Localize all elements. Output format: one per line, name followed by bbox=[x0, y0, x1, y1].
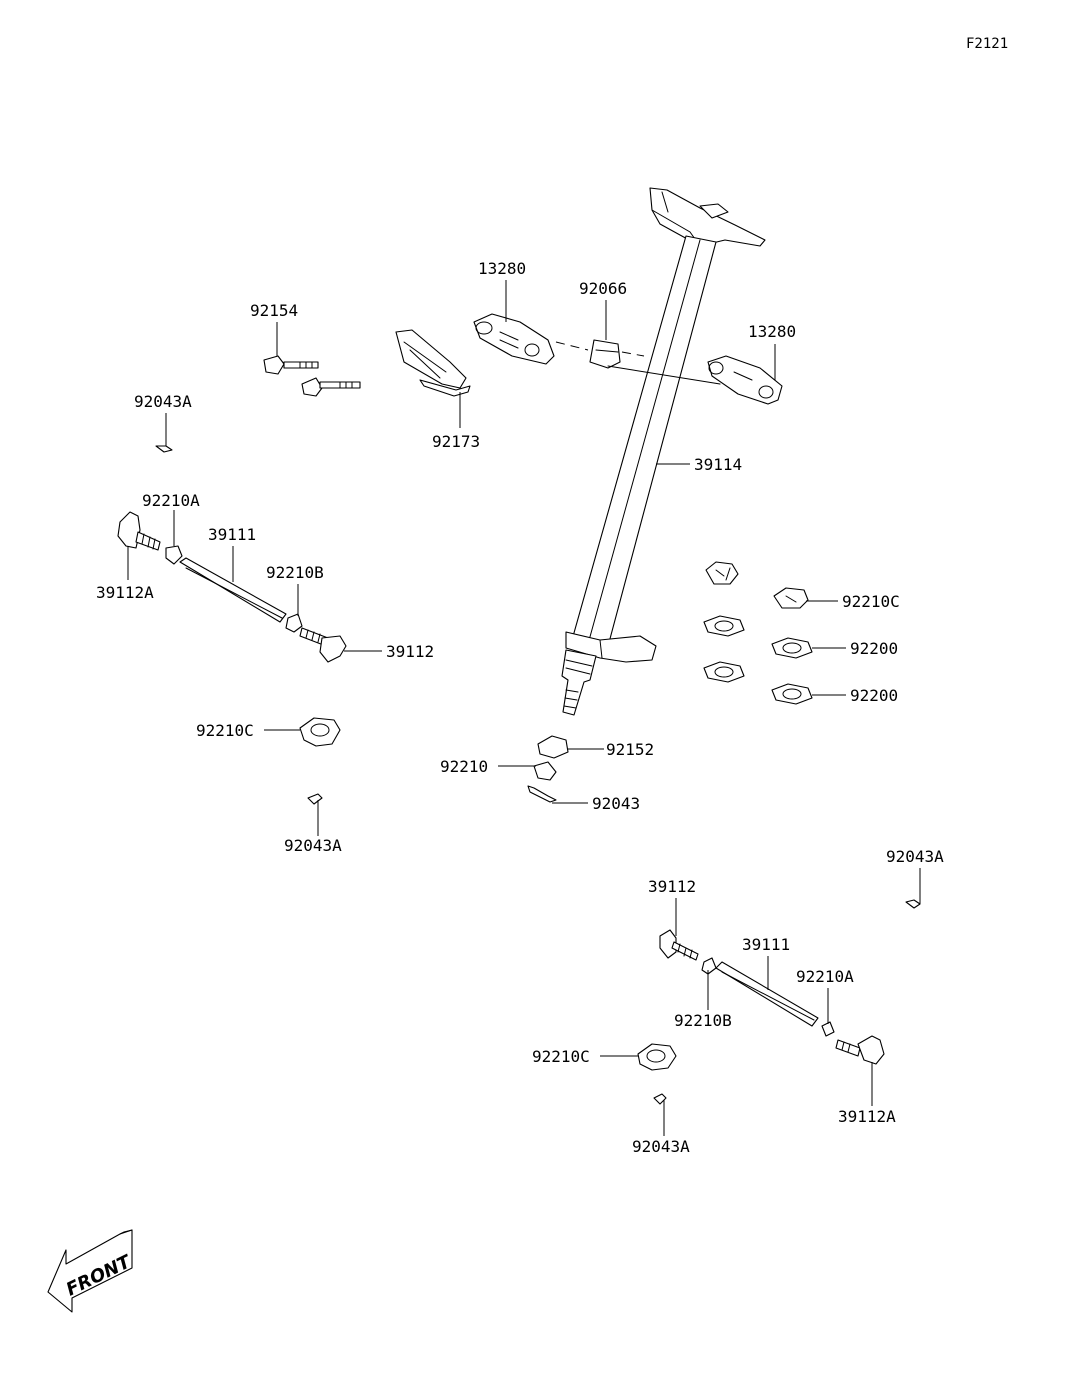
washer-92152[interactable] bbox=[537, 735, 569, 759]
nut-92210A-left[interactable] bbox=[165, 545, 183, 565]
label-13280-left: 13280 bbox=[478, 259, 526, 278]
leader-lines bbox=[127, 280, 921, 1136]
label-39112-right: 39112 bbox=[648, 877, 696, 896]
label-39112A-right: 39112A bbox=[838, 1107, 896, 1126]
label-39112-left: 39112 bbox=[386, 642, 434, 661]
label-92043: 92043 bbox=[592, 794, 640, 813]
nut-92210[interactable] bbox=[533, 761, 557, 781]
cotter-pin-92043A-right[interactable] bbox=[905, 899, 921, 909]
label-92043A-bottom: 92043A bbox=[632, 1137, 690, 1156]
cotter-pin-92043A-left[interactable] bbox=[307, 793, 323, 805]
figure-number: F2121 bbox=[966, 36, 1008, 52]
label-92210A-right: 92210A bbox=[796, 967, 854, 986]
nut-92210A-right[interactable] bbox=[821, 1021, 835, 1037]
nut-92210B-right[interactable] bbox=[701, 957, 717, 975]
label-39111-right: 39111 bbox=[742, 935, 790, 954]
cotter-pin-92043A-bottom[interactable] bbox=[653, 1093, 667, 1105]
nut-92210B-left[interactable] bbox=[285, 613, 303, 633]
holder-13280-left[interactable] bbox=[473, 313, 555, 365]
label-92210A-left: 92210A bbox=[142, 491, 200, 510]
castle-nut-92210C-bottom[interactable] bbox=[637, 1043, 677, 1071]
assembly-line bbox=[555, 341, 645, 357]
bushing-92066[interactable] bbox=[589, 339, 621, 369]
label-92210B-left: 92210B bbox=[266, 563, 324, 582]
tie-rod-end-39112-right[interactable] bbox=[659, 929, 699, 961]
castle-nut-top[interactable] bbox=[705, 561, 739, 585]
tie-rod-end-39112A-right[interactable] bbox=[835, 1035, 885, 1065]
washer-left-a[interactable] bbox=[703, 615, 745, 637]
castle-nut-92210C-right[interactable] bbox=[773, 587, 809, 609]
washer-92200-b[interactable] bbox=[771, 683, 813, 705]
label-92043A-top: 92043A bbox=[134, 392, 192, 411]
label-92210C-left: 92210C bbox=[196, 721, 254, 740]
holder-13280-right[interactable] bbox=[707, 355, 783, 405]
label-92043A-left: 92043A bbox=[284, 836, 342, 855]
label-92210: 92210 bbox=[440, 757, 488, 776]
tie-rod-end-39112A-left[interactable] bbox=[117, 511, 161, 551]
label-92066: 92066 bbox=[579, 279, 627, 298]
bolt-92154[interactable] bbox=[263, 355, 361, 397]
tie-rod-39111-right[interactable] bbox=[715, 961, 819, 1027]
cotter-pin-92043A-top[interactable] bbox=[155, 445, 173, 453]
cotter-pin-92043[interactable] bbox=[527, 785, 557, 803]
label-92200-b: 92200 bbox=[850, 686, 898, 705]
label-92154: 92154 bbox=[250, 301, 298, 320]
assembly-line bbox=[607, 365, 721, 385]
label-92210C-right: 92210C bbox=[842, 592, 900, 611]
steering-shaft-39114[interactable] bbox=[561, 187, 766, 716]
bracket-92173[interactable] bbox=[395, 329, 471, 397]
castle-nut-92210C-left[interactable] bbox=[299, 717, 341, 747]
label-92210C-bottom: 92210C bbox=[532, 1047, 590, 1066]
tie-rod-end-39112-left[interactable] bbox=[299, 627, 347, 663]
label-92200-a: 92200 bbox=[850, 639, 898, 658]
washer-92200-a[interactable] bbox=[771, 637, 813, 659]
label-39112A-left: 39112A bbox=[96, 583, 154, 602]
label-92173: 92173 bbox=[432, 432, 480, 451]
label-13280-right: 13280 bbox=[748, 322, 796, 341]
tie-rod-39111-left[interactable] bbox=[179, 557, 287, 623]
label-39111-left: 39111 bbox=[208, 525, 256, 544]
label-92152: 92152 bbox=[606, 740, 654, 759]
label-92043A-right: 92043A bbox=[886, 847, 944, 866]
label-39114: 39114 bbox=[694, 455, 742, 474]
label-92210B-right: 92210B bbox=[674, 1011, 732, 1030]
front-arrow: FRONT bbox=[47, 1229, 136, 1313]
washer-left-b[interactable] bbox=[703, 661, 745, 683]
